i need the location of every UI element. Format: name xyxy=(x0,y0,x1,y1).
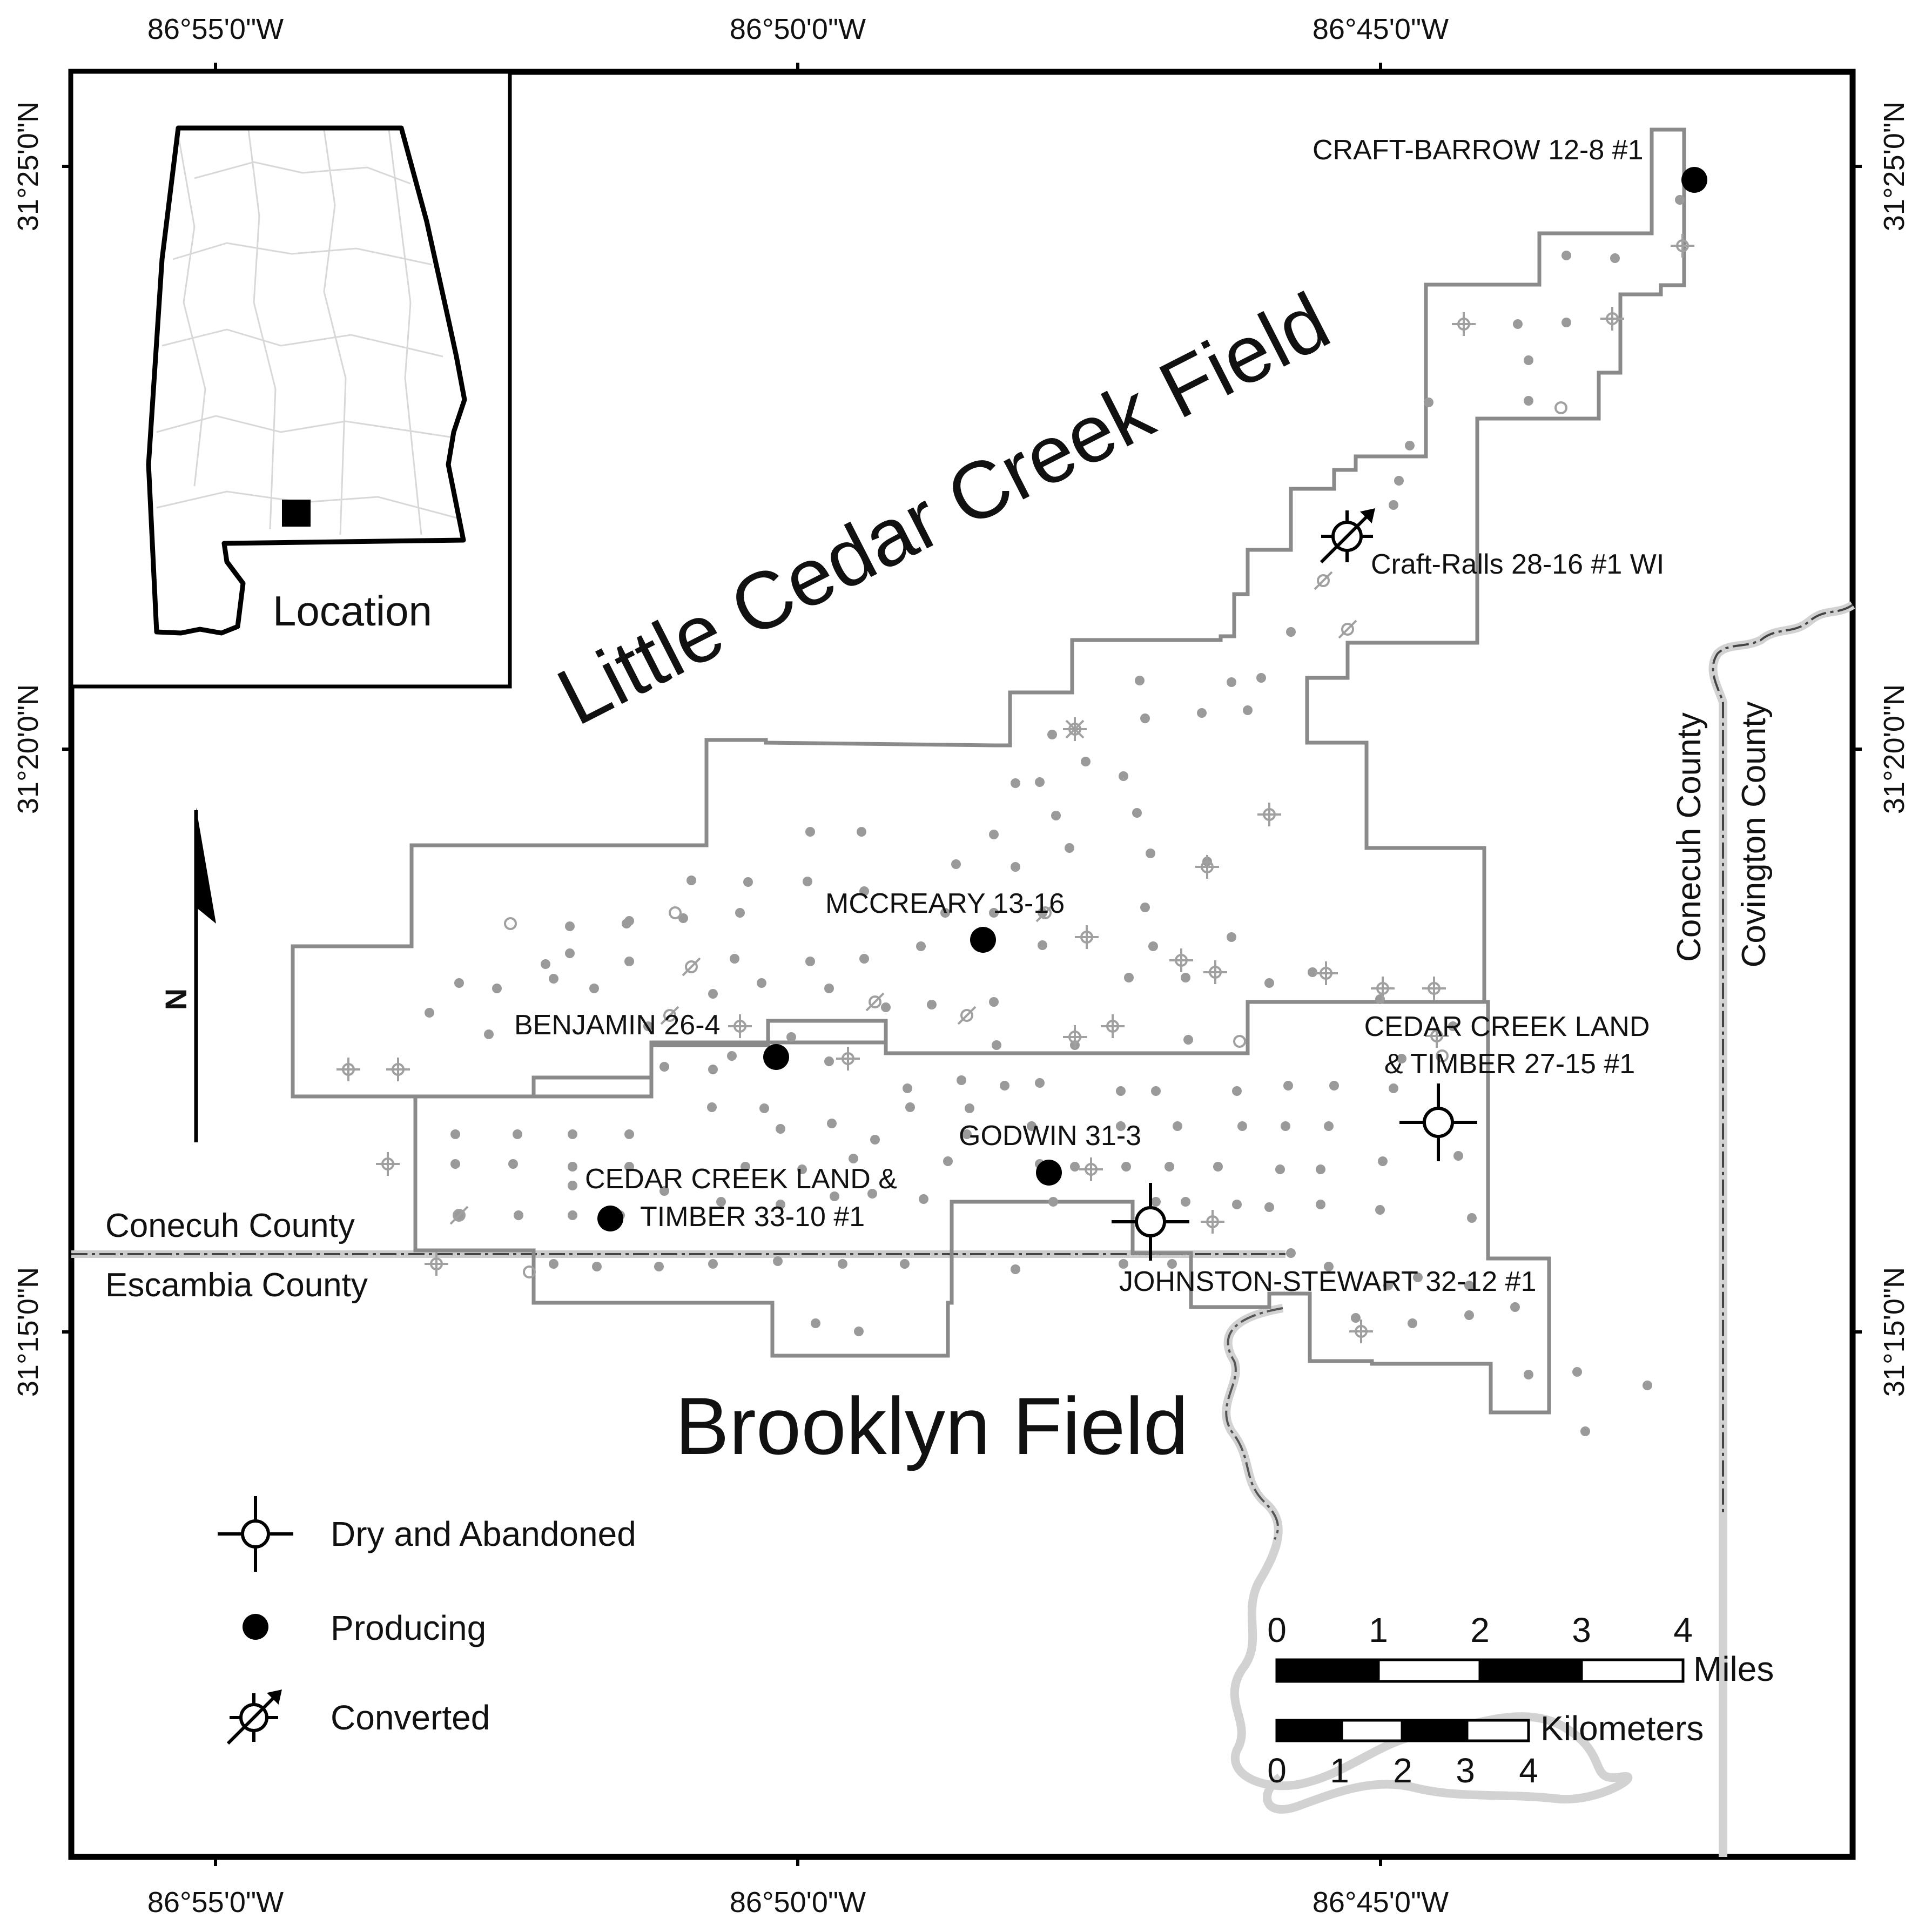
river-centerline xyxy=(1225,1307,1283,1540)
scale-km-tick: 3 xyxy=(1456,1751,1475,1790)
well-label-craft-ralls: Craft-Ralls 28-16 #1 WI xyxy=(1371,549,1664,580)
top-longitude-label: 86°45'0"W xyxy=(1312,13,1449,45)
scale-miles-tick: 0 xyxy=(1267,1611,1287,1650)
location-marker xyxy=(282,500,311,527)
little-cedar-creek-field-outline xyxy=(291,127,1686,1099)
converted-well xyxy=(1320,508,1375,564)
well-label-craft-barrow: CRAFT-BARROW 12-8 #1 xyxy=(1312,134,1644,166)
top-longitude-label: 86°55'0"W xyxy=(147,13,284,45)
inset-county-lines xyxy=(156,129,460,535)
right-latitude-label: 31°25'0"N xyxy=(1878,102,1910,231)
producing-well-icon xyxy=(243,1614,268,1640)
scale-miles-unit: Miles xyxy=(1693,1650,1774,1688)
converted-well-icon xyxy=(226,1689,282,1745)
legend: Dry and Abandoned Producing Converted xyxy=(218,1496,636,1745)
brooklyn-field-outline xyxy=(413,1000,1551,1415)
right-latitude-label: 31°20'0"N xyxy=(1878,684,1910,814)
legend-label-converted: Converted xyxy=(331,1698,490,1737)
north-arrow-icon: N xyxy=(159,807,216,1142)
county-label-conecuh-east: Conecuh County xyxy=(1671,712,1708,962)
east-county-line xyxy=(1712,604,1854,1512)
minor-well-symbols xyxy=(336,234,1694,1343)
bottom-longitude-label: 86°45'0"W xyxy=(1312,1886,1449,1918)
left-latitude-label: 31°20'0"N xyxy=(12,684,44,814)
scale-km-tick: 2 xyxy=(1393,1751,1412,1790)
field-title-brooklyn: Brooklyn Field xyxy=(675,1381,1188,1471)
scale-bar-kilometers: Kilometers 0 1 2 3 4 xyxy=(1267,1709,1704,1790)
well-label-godwin: GODWIN 31-3 xyxy=(959,1120,1141,1152)
scale-miles-tick: 3 xyxy=(1572,1611,1591,1650)
scale-km-tick: 4 xyxy=(1519,1751,1538,1790)
county-label-escambia: Escambia County xyxy=(105,1267,368,1304)
producing-well xyxy=(1036,1160,1062,1186)
field-wells xyxy=(425,195,1685,1436)
well-label-benjamin: BENJAMIN 26-4 xyxy=(514,1009,720,1041)
inset-frame xyxy=(69,70,512,689)
scale-km-tick: 0 xyxy=(1267,1751,1287,1790)
dry-abandoned-well-icon xyxy=(218,1496,293,1572)
well-label-mccreary: MCCREARY 13-16 xyxy=(825,888,1065,919)
scale-miles-tick: 2 xyxy=(1470,1611,1490,1650)
well-label-cedar-creek-27-15-line2: & TIMBER 27-15 #1 xyxy=(1384,1048,1635,1080)
producing-well xyxy=(597,1206,623,1231)
producing-well xyxy=(763,1044,789,1070)
bottom-longitude-label: 86°55'0"W xyxy=(147,1886,284,1918)
legend-label-producing: Producing xyxy=(331,1608,486,1647)
dry-abandoned-well xyxy=(1112,1183,1189,1261)
scale-km-unit: Kilometers xyxy=(1540,1709,1704,1748)
top-longitude-label: 86°50'0"W xyxy=(730,13,866,45)
legend-label-dry-abandoned: Dry and Abandoned xyxy=(331,1514,636,1553)
county-label-conecuh: Conecuh County xyxy=(105,1207,355,1244)
scale-km-tick: 1 xyxy=(1330,1751,1349,1790)
county-label-covington: Covington County xyxy=(1735,702,1773,968)
alabama-outline xyxy=(146,125,467,636)
north-arrow-label: N xyxy=(159,988,193,1010)
well-label-cedar-creek-27-15-line1: CEDAR CREEK LAND xyxy=(1364,1011,1650,1042)
scale-miles-tick: 1 xyxy=(1369,1611,1388,1650)
well-label-johnston-stewart: JOHNSTON-STEWART 32-12 #1 xyxy=(1119,1266,1537,1297)
producing-well xyxy=(1681,167,1707,193)
scale-miles-tick: 4 xyxy=(1673,1611,1693,1650)
well-label-cedar-creek-33-10-line1: CEDAR CREEK LAND & xyxy=(585,1163,897,1195)
left-latitude-label: 31°25'0"N xyxy=(12,102,44,231)
inset-location-label: Location xyxy=(273,587,432,635)
left-latitude-label: 31°15'0"N xyxy=(12,1267,44,1397)
well-label-cedar-creek-33-10-line2: TIMBER 33-10 #1 xyxy=(640,1201,865,1233)
scale-bar-miles: 0 1 2 3 4 Miles xyxy=(1267,1611,1774,1688)
dry-abandoned-well xyxy=(1399,1083,1477,1161)
producing-well xyxy=(970,927,996,953)
bottom-longitude-label: 86°50'0"W xyxy=(730,1886,866,1918)
right-latitude-label: 31°15'0"N xyxy=(1878,1267,1910,1397)
